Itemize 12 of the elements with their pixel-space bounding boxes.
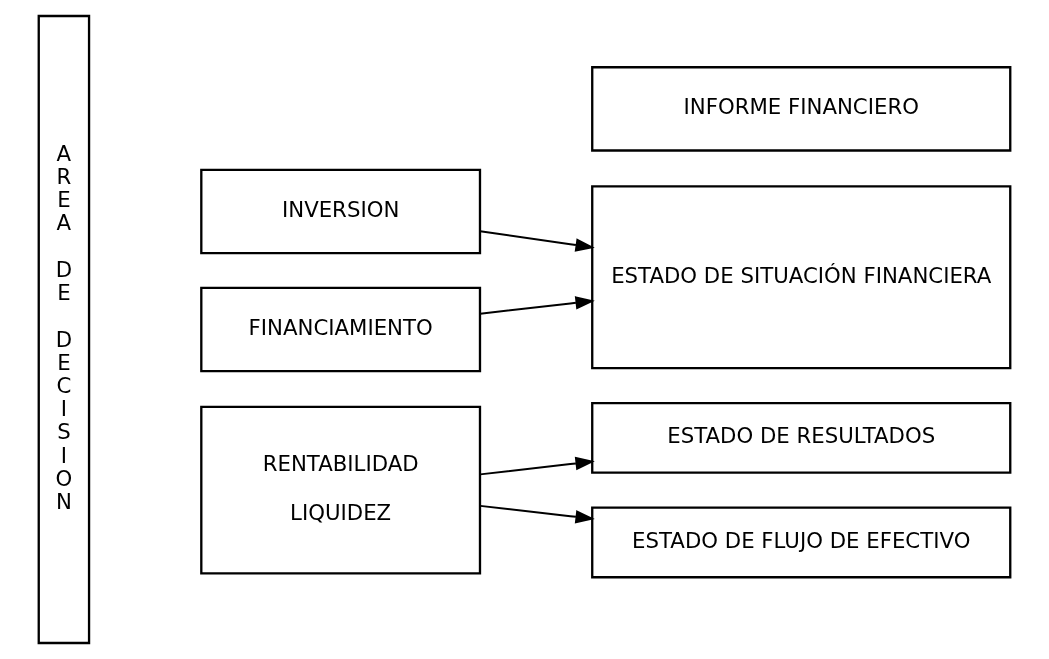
node-box: AREA DE DECISION [37, 14, 91, 645]
arrow [479, 296, 595, 315]
node-box: ESTADO DE RESULTADOS [591, 401, 1012, 474]
node-box: ESTADO DE SITUACIÓN FINANCIERA [591, 185, 1012, 370]
node-box: ESTADO DE FLUJO DE EFECTIVO [591, 506, 1012, 579]
node-box: INFORME FINANCIERO [591, 66, 1012, 152]
arrow [479, 230, 595, 252]
node-box: RENTABILIDAD LIQUIDEZ [200, 405, 482, 575]
arrow [479, 456, 595, 476]
node-box: FINANCIAMIENTO [200, 286, 482, 373]
node-box: INVERSION [200, 168, 482, 255]
arrow [479, 504, 595, 524]
